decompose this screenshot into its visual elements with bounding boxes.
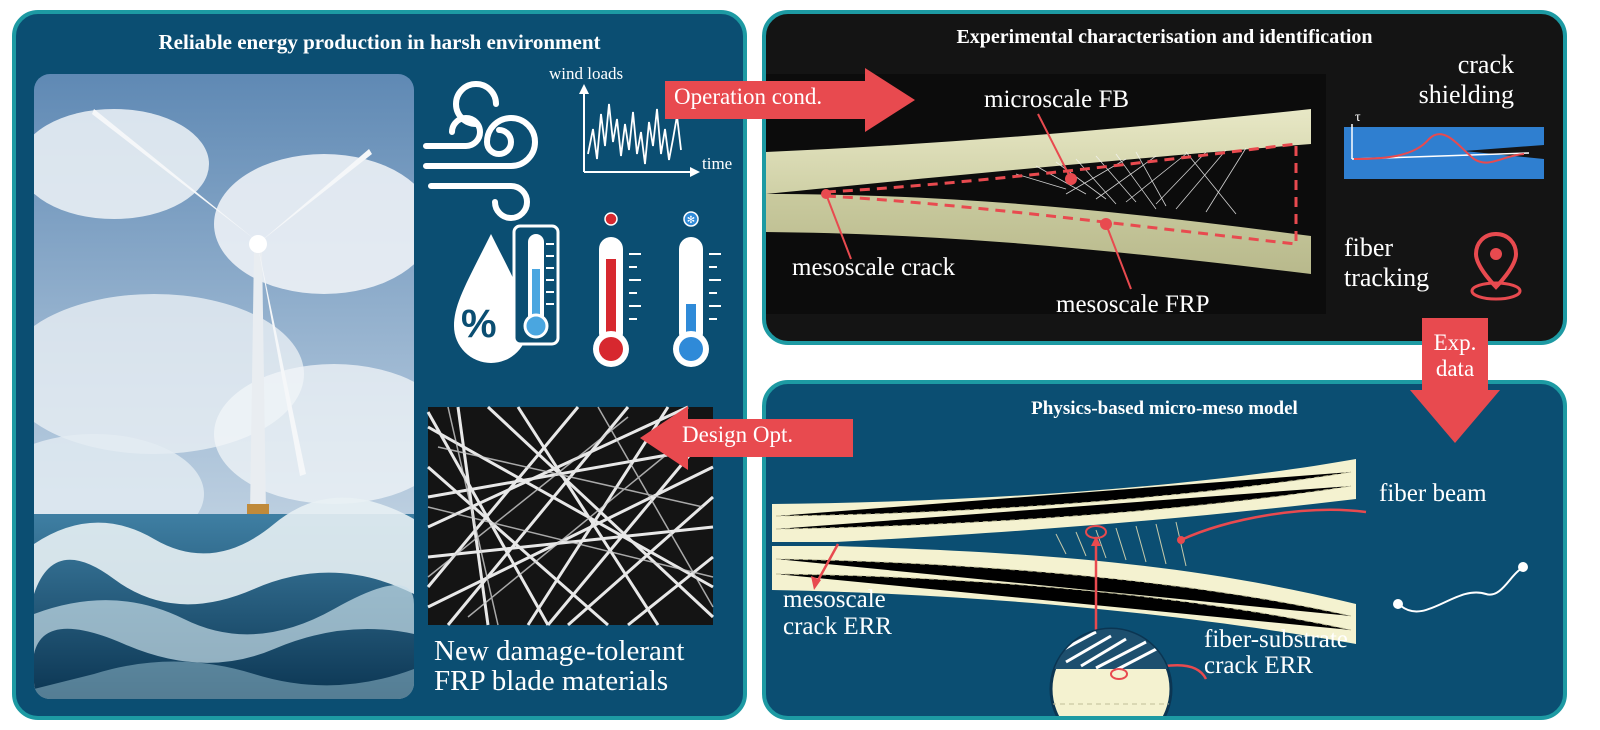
operation-arrow — [665, 68, 915, 132]
fiber-substrate-line2: crack ERR — [1204, 652, 1313, 679]
cold-thermometer-icon: ✻ — [673, 211, 721, 367]
operation-arrow-label: Operation cond. — [674, 84, 823, 109]
humidity-percent: % — [461, 302, 497, 346]
exp-data-label-line2: data — [1435, 356, 1475, 381]
mesoscale-crack-label: mesoscale crack — [792, 254, 956, 281]
crack-shielding-line1: crack — [1457, 50, 1514, 79]
exp-data-arrow — [1410, 318, 1500, 443]
panel-title-experimental: Experimental characterisation and identi… — [956, 26, 1373, 48]
design-arrow — [640, 406, 853, 470]
materials-label-line2: FRP blade materials — [434, 665, 669, 697]
svg-text:✻: ✻ — [687, 215, 695, 226]
design-arrow-label: Design Opt. — [682, 422, 794, 447]
mesoscale-frp-label: mesoscale FRP — [1056, 291, 1210, 318]
humidity-icon — [454, 224, 560, 363]
mesoscale-crack-err-line1: mesoscale — [783, 586, 886, 613]
panel-experimental: Experimental characterisation and identi… — [762, 10, 1567, 345]
panel-micro-meso-model: Physics-based micro-meso model — [762, 380, 1567, 720]
microscale-fb-label: microscale FB — [984, 86, 1130, 113]
panel-title-harsh-environment: Reliable energy production in harsh envi… — [158, 30, 601, 54]
fiber-tracking-line2: tracking — [1344, 263, 1430, 292]
wind-turbine-photo — [34, 74, 414, 699]
wind-load-chart — [579, 84, 700, 177]
crack-shielding-diagram — [1344, 124, 1544, 179]
fiber-tracking-line1: fiber — [1344, 233, 1394, 262]
panel-title-model: Physics-based micro-meso model — [1031, 398, 1298, 419]
wind-loads-label: wind loads — [549, 64, 624, 83]
mesoscale-crack-err-line2: crack ERR — [783, 613, 892, 640]
location-pin-icon — [1470, 231, 1522, 301]
crack-shielding-line2: shielding — [1418, 80, 1514, 109]
micro-meso-model-diagram — [772, 459, 1528, 716]
fiber-beam-label: fiber beam — [1379, 480, 1487, 507]
materials-label-line1: New damage-tolerant — [434, 635, 685, 667]
panel-harsh-environment: Reliable energy production in harsh envi… — [12, 10, 747, 720]
exp-data-label-line1: Exp. — [1433, 330, 1477, 355]
wind-icon — [423, 81, 538, 221]
tau-symbol: τ — [1355, 110, 1361, 125]
time-label: time — [702, 154, 733, 173]
fiber-substrate-line1: fiber-substrate — [1204, 626, 1348, 653]
hot-thermometer-icon — [593, 212, 641, 367]
